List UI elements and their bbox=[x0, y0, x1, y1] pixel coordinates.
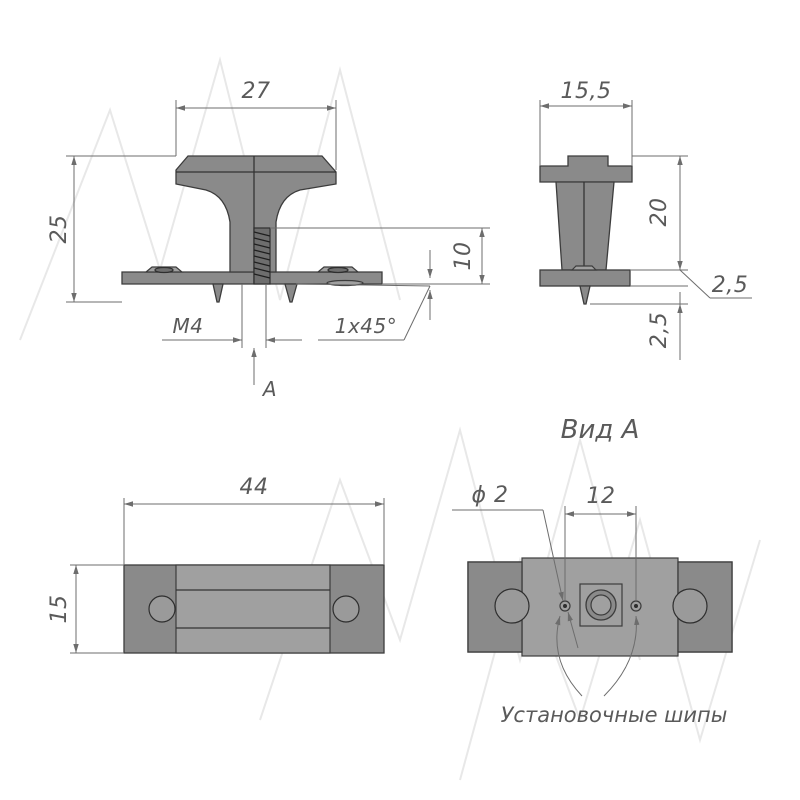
side-dim-height: 20 bbox=[647, 198, 672, 227]
front-body bbox=[175, 155, 337, 273]
front-dim-height: 25 bbox=[47, 215, 72, 244]
side-dim-width: 15,5 bbox=[561, 79, 612, 104]
front-dim-inner: 10 bbox=[451, 242, 476, 271]
side-view: 15,5 20 2,5 2,5 bbox=[539, 79, 752, 360]
view-a: Вид А ϕ 2 12 Установочные шипы bbox=[452, 415, 733, 727]
view-a-left-hole bbox=[494, 588, 530, 624]
front-section-arrow-label: A bbox=[261, 377, 277, 401]
front-right-screw-slot bbox=[327, 266, 349, 274]
front-left-screw-slot bbox=[154, 266, 174, 274]
top-right-hole bbox=[332, 595, 360, 623]
view-a-dim-spacing: 12 bbox=[587, 484, 616, 509]
front-left-spike bbox=[212, 283, 224, 303]
top-view: 44 15 bbox=[47, 475, 385, 654]
front-chamfer-label: 1x45° bbox=[335, 314, 398, 338]
view-a-dim-diameter: ϕ 2 bbox=[471, 483, 508, 508]
view-a-title: Вид А bbox=[561, 415, 640, 445]
watermark bbox=[19, 56, 761, 781]
front-thread-label: M4 bbox=[173, 314, 204, 338]
front-dim-width: 27 bbox=[242, 79, 271, 104]
side-dim-plate: 2,5 bbox=[712, 273, 749, 298]
front-view: 27 25 10 1x45° M4 A bbox=[47, 79, 490, 401]
top-dim-width: 15 bbox=[47, 595, 72, 624]
top-dim-length: 44 bbox=[240, 475, 269, 500]
side-body bbox=[555, 181, 615, 271]
side-base bbox=[539, 269, 631, 287]
top-left-hole bbox=[148, 595, 176, 623]
view-a-right-hole bbox=[672, 588, 708, 624]
top-body bbox=[175, 564, 331, 654]
front-right-spike bbox=[284, 283, 298, 303]
view-a-callout: Установочные шипы bbox=[501, 703, 728, 727]
side-spike bbox=[579, 285, 591, 305]
side-dim-spike: 2,5 bbox=[647, 312, 672, 349]
side-top-cap bbox=[539, 155, 633, 183]
